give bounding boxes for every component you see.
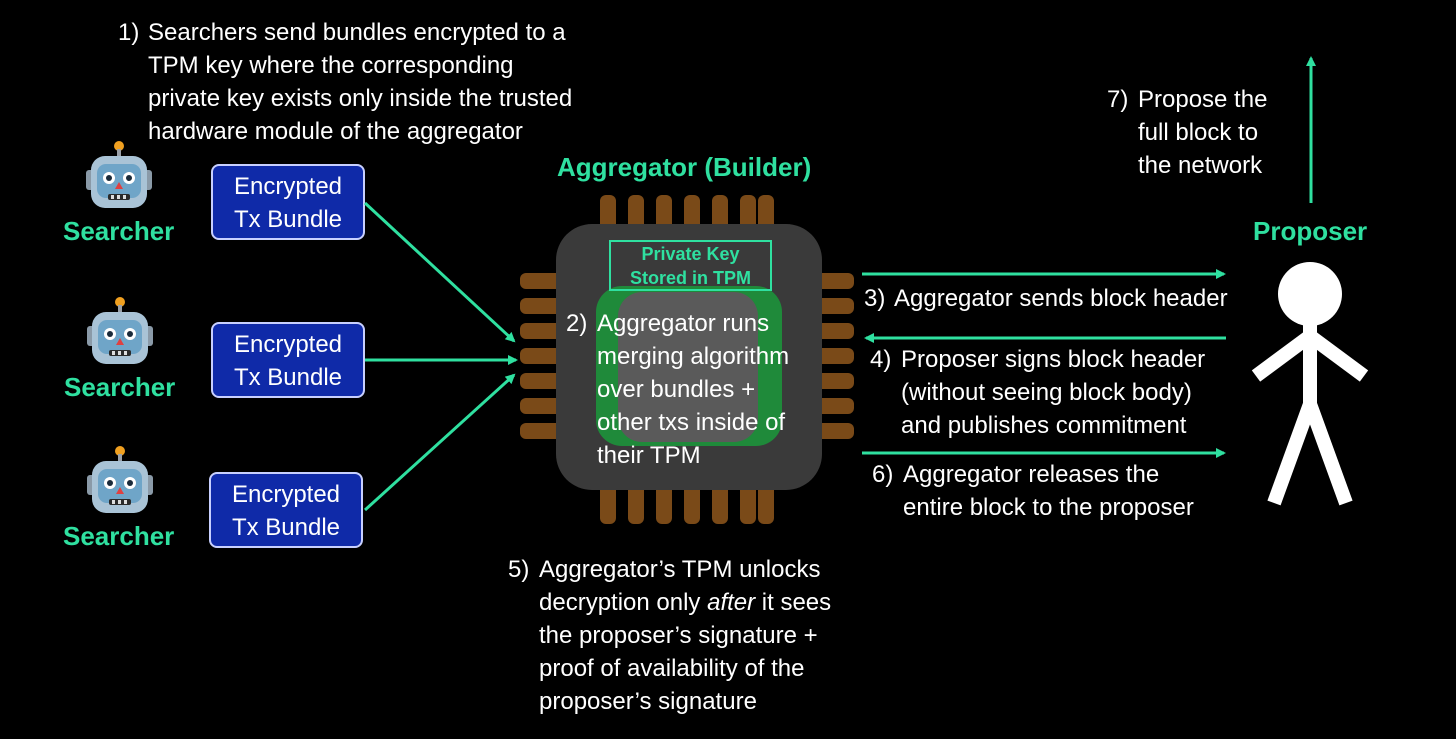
step-2-line: merging algorithm <box>597 343 790 370</box>
encrypted-bundle-box: Encrypted Tx Bundle <box>211 164 365 240</box>
bundle-line: Encrypted <box>231 481 341 508</box>
step-5-emphasis: after <box>707 589 756 616</box>
step-7-line: the network <box>1138 152 1263 179</box>
step-1-line: private key exists only inside the trust… <box>148 85 573 112</box>
bundle-line: Encrypted <box>233 173 343 200</box>
step-2-line: over bundles + <box>597 376 756 403</box>
step-2-line: Aggregator runs <box>597 310 770 337</box>
step-3-text: 3) Aggregator sends block header <box>864 282 1228 315</box>
step-5-line: decryption only after it sees <box>539 586 831 619</box>
step-5-number: 5) <box>508 556 530 583</box>
private-key-line: Stored in TPM <box>630 268 751 288</box>
step-2-text: 2) Aggregator runs merging algorithm ove… <box>566 307 816 473</box>
step-4-number: 4) <box>870 346 892 373</box>
step-1-number: 1) <box>118 19 140 46</box>
step-2-number: 2) <box>566 310 588 337</box>
step-3-number: 3) <box>864 285 886 312</box>
encrypted-bundle-box: Encrypted Tx Bundle <box>211 322 365 398</box>
step-6-line: entire block to the proposer <box>903 494 1194 521</box>
robot-icon <box>85 445 155 517</box>
bundle-line: Tx Bundle <box>231 514 341 541</box>
step-5-segment: it sees <box>755 589 832 616</box>
step-1-line: Searchers send bundles encrypted to a <box>148 19 566 46</box>
step-2-line: their TPM <box>597 442 701 469</box>
step-5-text: 5) Aggregator’s TPM unlocks decryption o… <box>508 553 868 719</box>
step-1-line: TPM key where the corresponding <box>148 52 514 79</box>
robot-icon <box>85 296 155 368</box>
arrow-bundle-1 <box>363 201 516 343</box>
private-key-box <box>609 240 772 291</box>
step-7-number: 7) <box>1107 86 1129 113</box>
step-5-line: proposer’s signature <box>539 688 757 715</box>
step-6-text: 6) Aggregator releases the entire block … <box>872 458 1222 524</box>
step-7-line: Propose the <box>1138 86 1268 113</box>
step-1-line: hardware module of the aggregator <box>148 118 523 145</box>
arrow-bundle-3 <box>363 373 516 512</box>
step-5-line: the proposer’s signature + <box>539 622 818 649</box>
step-4-line: Proposer signs block header <box>901 346 1206 373</box>
step-7-text: 7) Propose the full block to the network <box>1107 83 1307 183</box>
searcher-label: Searcher <box>64 372 176 402</box>
private-key-label: Private Key Stored in TPM <box>610 242 771 290</box>
robot-icon <box>84 140 154 212</box>
encrypted-bundle-box: Encrypted Tx Bundle <box>209 472 363 548</box>
stick-figure-icon <box>1251 262 1369 506</box>
proposer-label: Proposer <box>1253 216 1368 246</box>
step-6-number: 6) <box>872 461 894 488</box>
private-key-line: Private Key <box>641 244 740 264</box>
aggregator-title: Aggregator (Builder) <box>557 152 812 182</box>
step-4-text: 4) Proposer signs block header (without … <box>870 343 1230 443</box>
step-2-line: other txs inside of <box>597 409 786 436</box>
step-6-line: Aggregator releases the <box>903 461 1160 488</box>
step-7-line: full block to <box>1138 119 1259 146</box>
step-5-line: proof of availability of the <box>539 655 805 682</box>
step-1-text: 1) Searchers send bundles encrypted to a… <box>118 16 618 148</box>
step-4-line: and publishes commitment <box>901 412 1187 439</box>
searcher-label: Searcher <box>63 521 175 551</box>
searcher-label: Searcher <box>63 216 175 246</box>
bundle-line: Tx Bundle <box>233 206 343 233</box>
step-5-segment: decryption only <box>539 589 708 616</box>
bundle-line: Tx Bundle <box>233 364 343 391</box>
step-3-line: Aggregator sends block header <box>894 285 1228 312</box>
step-4-line: (without seeing block body) <box>901 379 1192 406</box>
step-5-line: Aggregator’s TPM unlocks <box>539 556 821 583</box>
bundle-line: Encrypted <box>233 331 343 358</box>
